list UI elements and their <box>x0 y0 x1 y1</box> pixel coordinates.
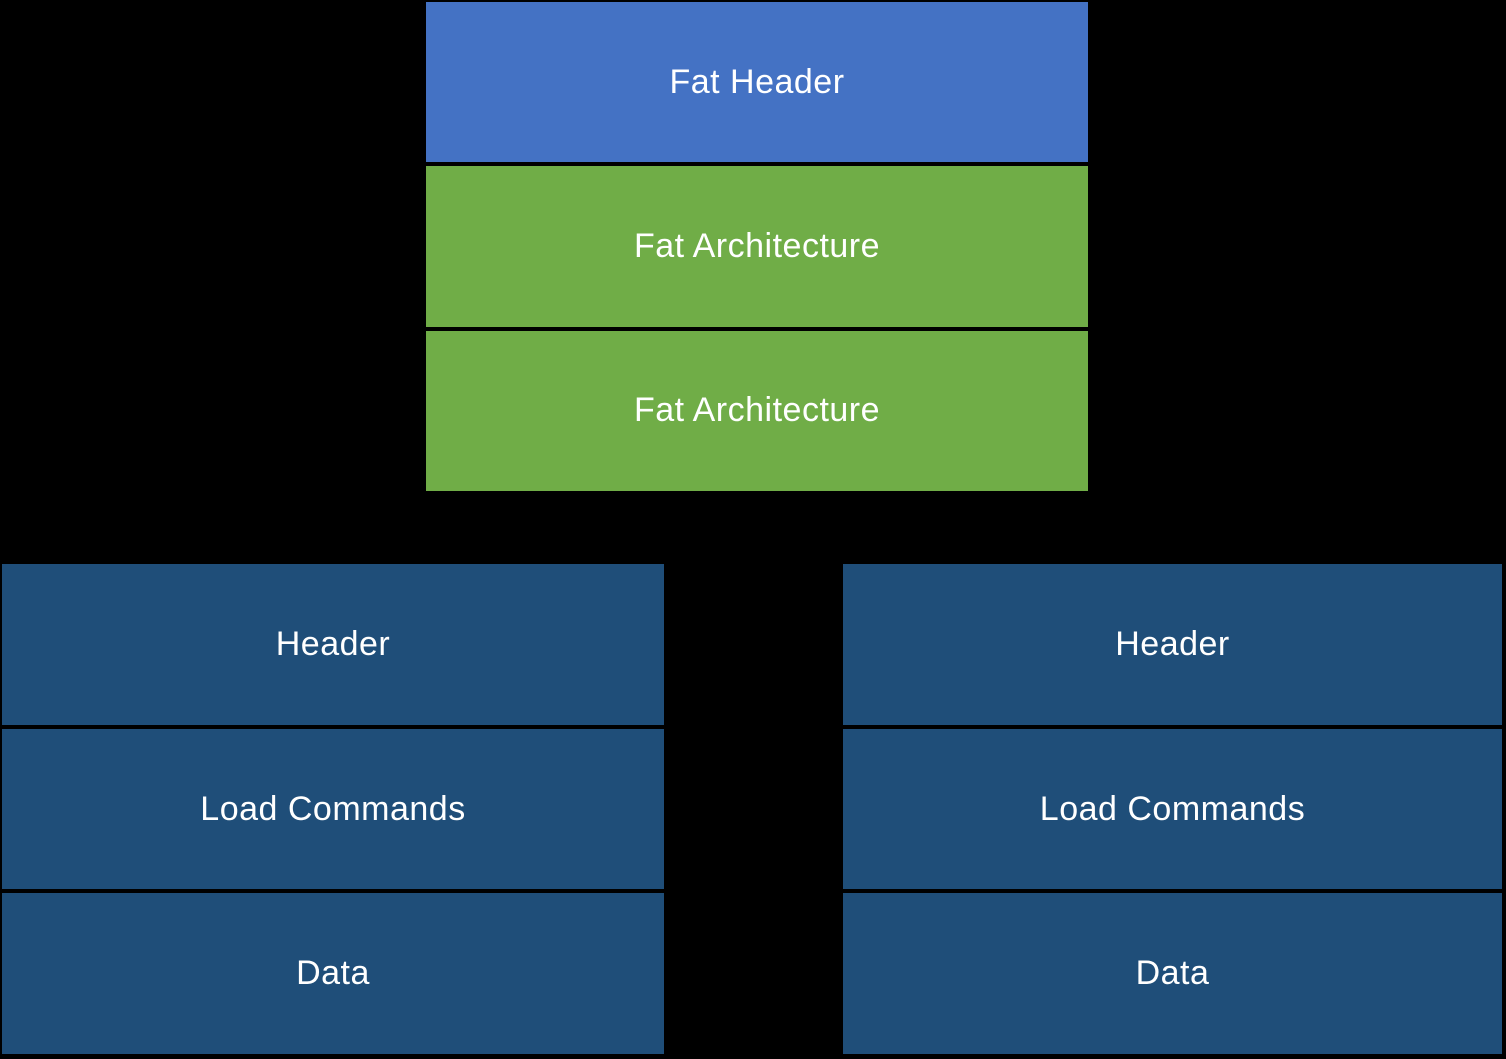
fat-architecture-label-1: Fat Architecture <box>633 226 881 265</box>
right-load-commands-box: Load Commands <box>843 728 1502 890</box>
fat-architecture-label-2: Fat Architecture <box>633 391 881 430</box>
left-data-box: Data <box>2 893 664 1055</box>
right-header-label: Header <box>1115 624 1230 663</box>
left-load-commands-label: Load Commands <box>200 789 466 828</box>
right-load-commands-label: Load Commands <box>1039 789 1306 828</box>
left-header-label: Header <box>275 624 391 663</box>
fat-header-box: Fat Header <box>426 2 1088 163</box>
fat-binary-stack: Fat Header Fat Architecture Fat Architec… <box>426 2 1088 491</box>
macho-stack-right: Header Load Commands Data <box>843 564 1502 1055</box>
right-data-label: Data <box>1135 954 1210 993</box>
fat-header-label: Fat Header <box>669 62 845 101</box>
fat-architecture-box-1: Fat Architecture <box>426 166 1088 327</box>
right-data-box: Data <box>843 893 1502 1055</box>
fat-architecture-box-2: Fat Architecture <box>426 330 1088 491</box>
left-data-label: Data <box>296 954 370 993</box>
right-header-box: Header <box>843 564 1502 725</box>
left-header-box: Header <box>2 564 664 725</box>
left-load-commands-box: Load Commands <box>2 728 664 890</box>
macho-stack-left: Header Load Commands Data <box>2 564 664 1055</box>
